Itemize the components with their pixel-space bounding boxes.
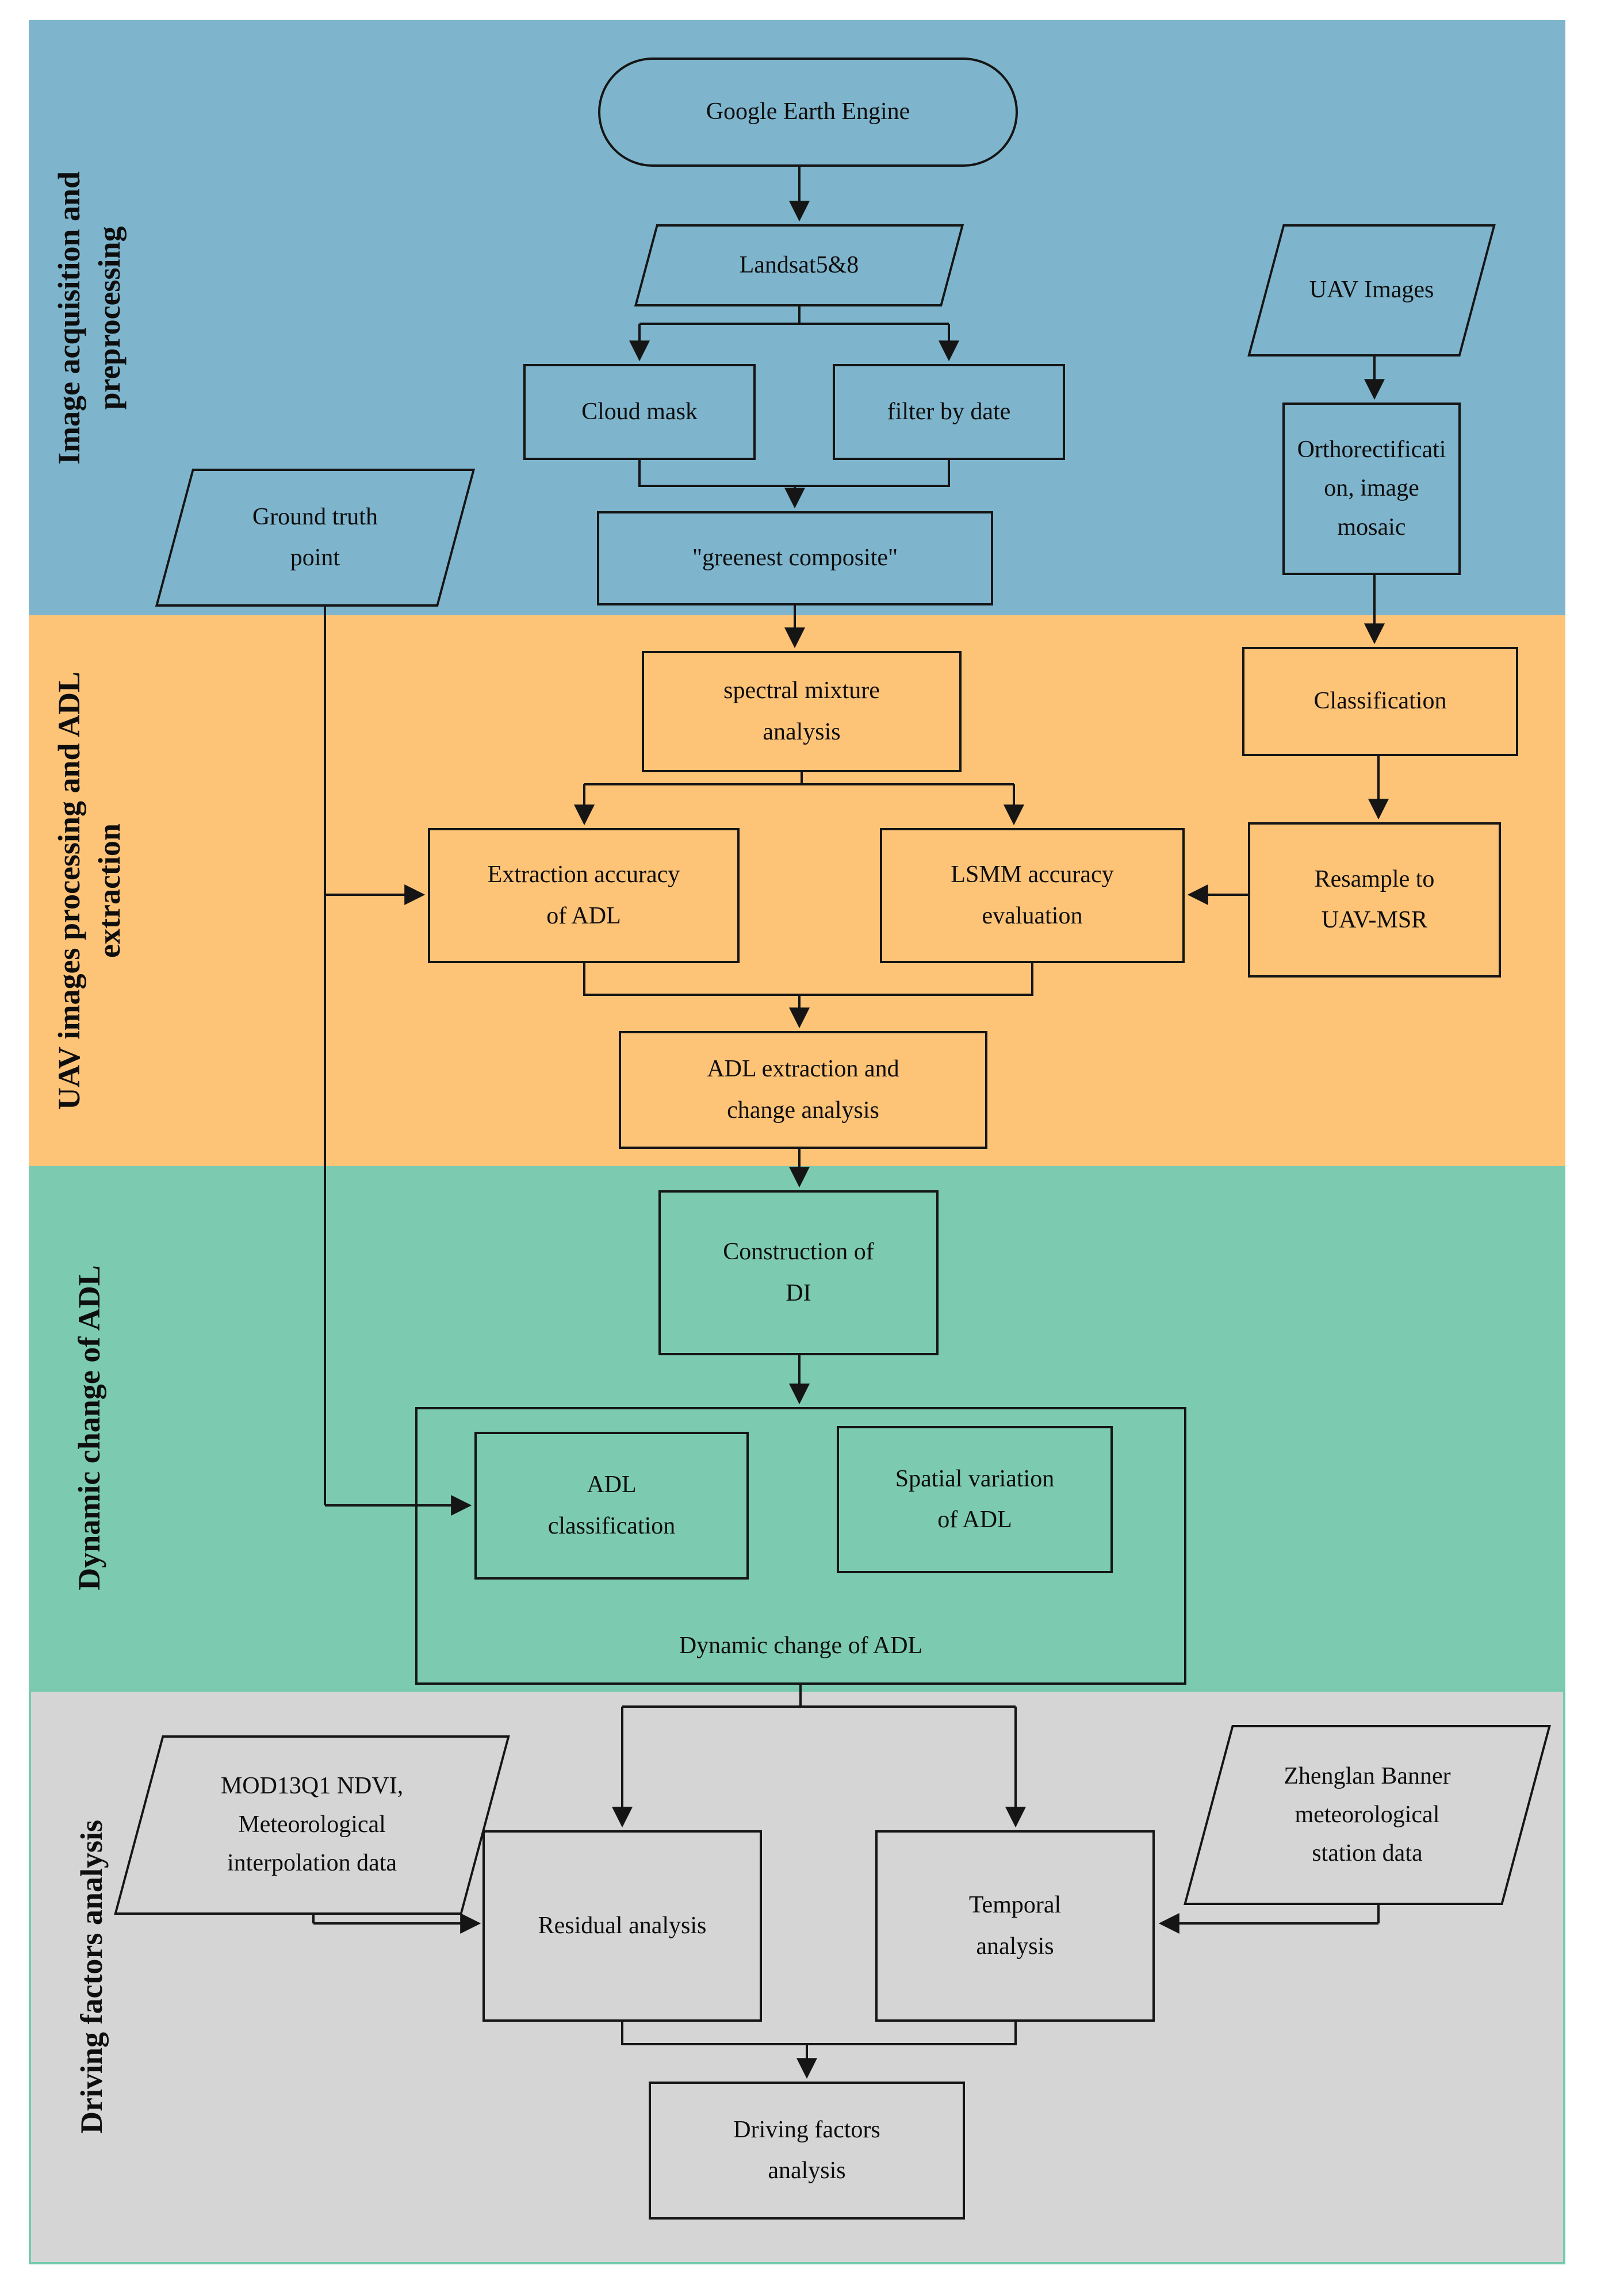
node-adl-extraction-label: ADL extraction and change analysis — [707, 1056, 899, 1124]
node-temporal-analysis-label: Temporal analysis — [968, 1892, 1062, 1960]
rail-merge-residual-temporal — [621, 2022, 1017, 2045]
node-resample-uav-msr: Resample to UAV-MSR — [1248, 822, 1501, 978]
node-landsat-label: Landsat5&8 — [739, 251, 859, 278]
node-lsmm-accuracy: LSMM accuracy evaluation — [880, 828, 1185, 963]
rail-sma-split — [584, 772, 1014, 785]
node-temporal-analysis: Temporal analysis — [875, 1830, 1155, 2022]
node-zhenglan-station: Zhenglan Banner meteorological station d… — [1184, 1725, 1551, 1905]
node-driving-factors-analysis: Driving factors analysis — [649, 2082, 965, 2220]
node-spectral-mixture-analysis-label: spectral mixture analysis — [723, 677, 880, 745]
band-dynamic-change: Dynamic change of ADL — [29, 1166, 1565, 1689]
node-ground-truth-point: Ground truth point — [155, 469, 476, 607]
node-cloud-mask-label: Cloud mask — [581, 398, 698, 425]
node-construction-di: Construction of DI — [658, 1190, 939, 1355]
node-google-earth-engine-label: Google Earth Engine — [706, 98, 910, 125]
node-adl-classification-label: ADL classification — [547, 1471, 676, 1539]
node-orthorectification-label: Orthorectificati on, image mosaic — [1297, 436, 1446, 541]
node-cloud-mask: Cloud mask — [523, 364, 756, 460]
node-greenest-composite: "greenest composite" — [597, 511, 993, 605]
node-google-earth-engine: Google Earth Engine — [598, 58, 1018, 167]
node-lsmm-accuracy-label: LSMM accuracy evaluation — [951, 861, 1114, 929]
node-extraction-accuracy-label: Extraction accuracy of ADL — [487, 861, 680, 929]
node-filter-by-date: filter by date — [833, 364, 1065, 460]
rail-merge-cloud-filter — [638, 460, 950, 487]
node-uav-images: UAV Images — [1247, 224, 1496, 357]
node-uav-images-label: UAV Images — [1309, 277, 1434, 304]
node-extraction-accuracy: Extraction accuracy of ADL — [428, 828, 740, 963]
node-dynamic-change-group: Dynamic change of ADL — [415, 1407, 1186, 1685]
node-spectral-mixture-analysis: spectral mixture analysis — [642, 651, 962, 772]
band-uav-processing: UAV images processing and ADL extraction — [29, 615, 1565, 1166]
node-classification-label: Classification — [1313, 688, 1447, 715]
node-zhenglan-station-label: Zhenglan Banner meteorological station d… — [1284, 1762, 1451, 1867]
node-dynamic-change-group-label: Dynamic change of ADL — [679, 1632, 923, 1659]
node-spatial-variation-label: Spatial variation of ADL — [895, 1465, 1055, 1533]
node-ground-truth-point-label: Ground truth point — [252, 503, 378, 571]
node-spatial-variation: Spatial variation of ADL — [837, 1426, 1113, 1573]
rail-group-split — [622, 1685, 1016, 1708]
node-construction-di-label: Construction of DI — [723, 1239, 874, 1306]
node-mod13q1-ndvi-label: MOD13Q1 NDVI, Meteorological interpolati… — [220, 1773, 404, 1877]
band-driving-factors: Driving factors analysis — [29, 1689, 1565, 2264]
node-mod13q1-ndvi: MOD13Q1 NDVI, Meteorological interpolati… — [114, 1735, 510, 1915]
node-filter-by-date-label: filter by date — [887, 398, 1011, 425]
band-image-acquisition: Image acquisition and preprocessing — [29, 20, 1565, 615]
rail-landsat-split — [639, 306, 949, 325]
node-residual-analysis: Residual analysis — [482, 1830, 762, 2022]
node-residual-analysis-label: Residual analysis — [538, 1912, 707, 1939]
rail-merge-extraction-lsmm — [583, 963, 1033, 996]
node-adl-classification: ADL classification — [474, 1432, 749, 1580]
node-orthorectification: Orthorectificati on, image mosaic — [1282, 403, 1461, 575]
node-driving-factors-analysis-label: Driving factors analysis — [733, 2116, 880, 2184]
node-adl-extraction: ADL extraction and change analysis — [619, 1031, 987, 1149]
node-classification: Classification — [1242, 647, 1518, 756]
node-greenest-composite-label: "greenest composite" — [692, 545, 898, 572]
node-landsat: Landsat5&8 — [634, 224, 964, 306]
node-resample-uav-msr-label: Resample to UAV-MSR — [1314, 865, 1435, 933]
